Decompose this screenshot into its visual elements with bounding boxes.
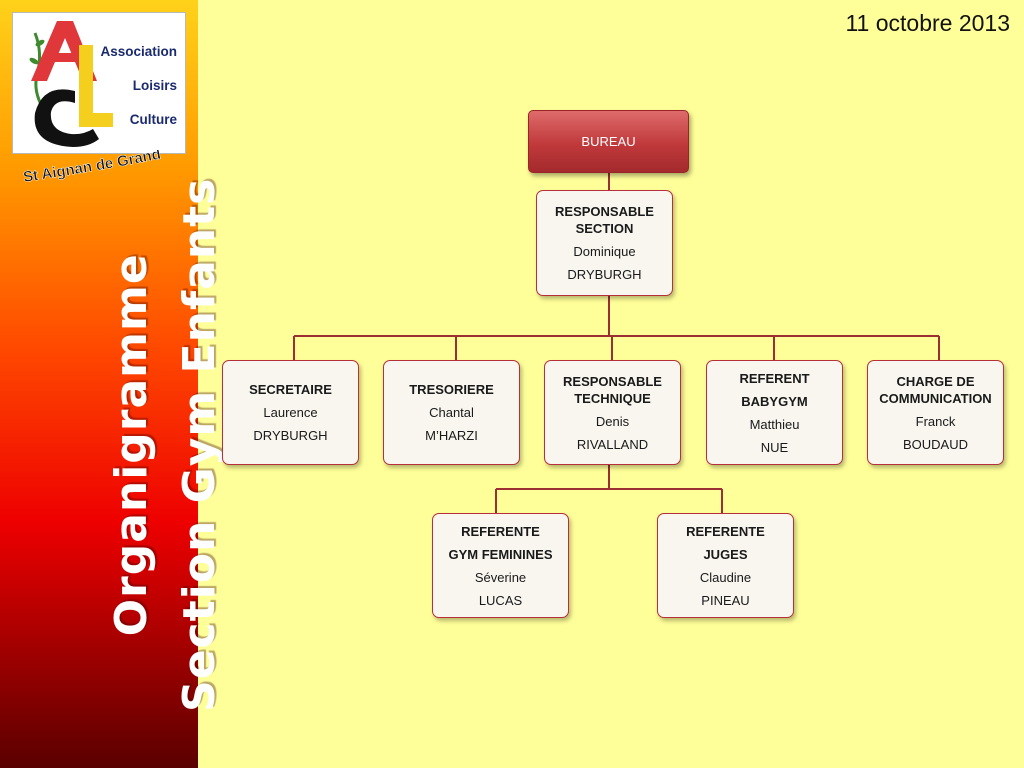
first-name: Laurence <box>263 405 318 420</box>
last-name: NUE <box>760 439 789 455</box>
first-name: Matthieu <box>749 416 800 432</box>
role: SECTION <box>575 221 634 236</box>
last-name: RIVALLAND <box>576 436 649 452</box>
role: JUGES <box>703 546 748 562</box>
role: REFERENTE <box>461 523 540 539</box>
first-name: Claudine <box>699 569 752 585</box>
node-responsable-section: RESPONSABLE SECTION Dominique DRYBURGH <box>536 190 673 296</box>
role: TECHNIQUE <box>574 390 651 406</box>
slide-date: 11 octobre 2013 <box>845 10 1010 36</box>
role: BABYGYM <box>741 393 808 409</box>
role: CHARGE DE <box>896 373 975 389</box>
node-secretaire: SECRETAIRE Laurence DRYBURGH <box>222 360 359 465</box>
last-name: DRYBURGH <box>253 428 328 443</box>
node-tresoriere: TRESORIERE Chantal M’HARZI <box>383 360 520 465</box>
sidebar: Association Loisirs Culture St Aignan de… <box>0 0 225 768</box>
node-responsable-technique: RESPONSABLE TECHNIQUE Denis RIVALLAND <box>544 360 681 465</box>
first-name: Chantal <box>429 405 474 420</box>
logo-word-association: Association <box>100 44 177 59</box>
logo-word-culture: Culture <box>129 112 177 127</box>
role: SECRETAIRE <box>249 382 332 397</box>
role: REFERENT <box>739 370 810 386</box>
logo-place-name: St Aignan de Grand Lieu <box>18 150 167 186</box>
role: REFERENTE <box>686 523 765 539</box>
node-referente-juges: REFERENTE JUGES Claudine PINEAU <box>657 513 794 618</box>
last-name: M’HARZI <box>425 428 478 443</box>
logo-text: Association Loisirs Culture <box>100 35 177 137</box>
node-referent-babygym: REFERENT BABYGYM Matthieu NUE <box>706 360 843 465</box>
node-charge-communication: CHARGE DE COMMUNICATION Franck BOUDAUD <box>867 360 1004 465</box>
first-name: Denis <box>595 413 630 429</box>
role: TRESORIERE <box>409 382 494 397</box>
first-name: Séverine <box>474 569 527 585</box>
bureau-box: BUREAU <box>528 110 689 173</box>
alc-logo: Association Loisirs Culture <box>12 12 186 154</box>
first-name: Franck <box>915 413 956 429</box>
role: GYM FEMININES <box>448 546 553 562</box>
role: RESPONSABLE <box>563 373 662 389</box>
last-name: LUCAS <box>478 592 523 608</box>
last-name: DRYBURGH <box>567 267 642 282</box>
role: RESPONSABLE <box>555 204 654 219</box>
last-name: BOUDAUD <box>902 436 968 452</box>
role: COMMUNICATION <box>879 390 992 406</box>
node-referente-gym-feminines: REFERENTE GYM FEMININES Séverine LUCAS <box>432 513 569 618</box>
alc-monogram-icon <box>29 21 113 147</box>
last-name: PINEAU <box>701 592 750 608</box>
logo-word-loisirs: Loisirs <box>132 78 177 93</box>
first-name: Dominique <box>573 244 636 259</box>
